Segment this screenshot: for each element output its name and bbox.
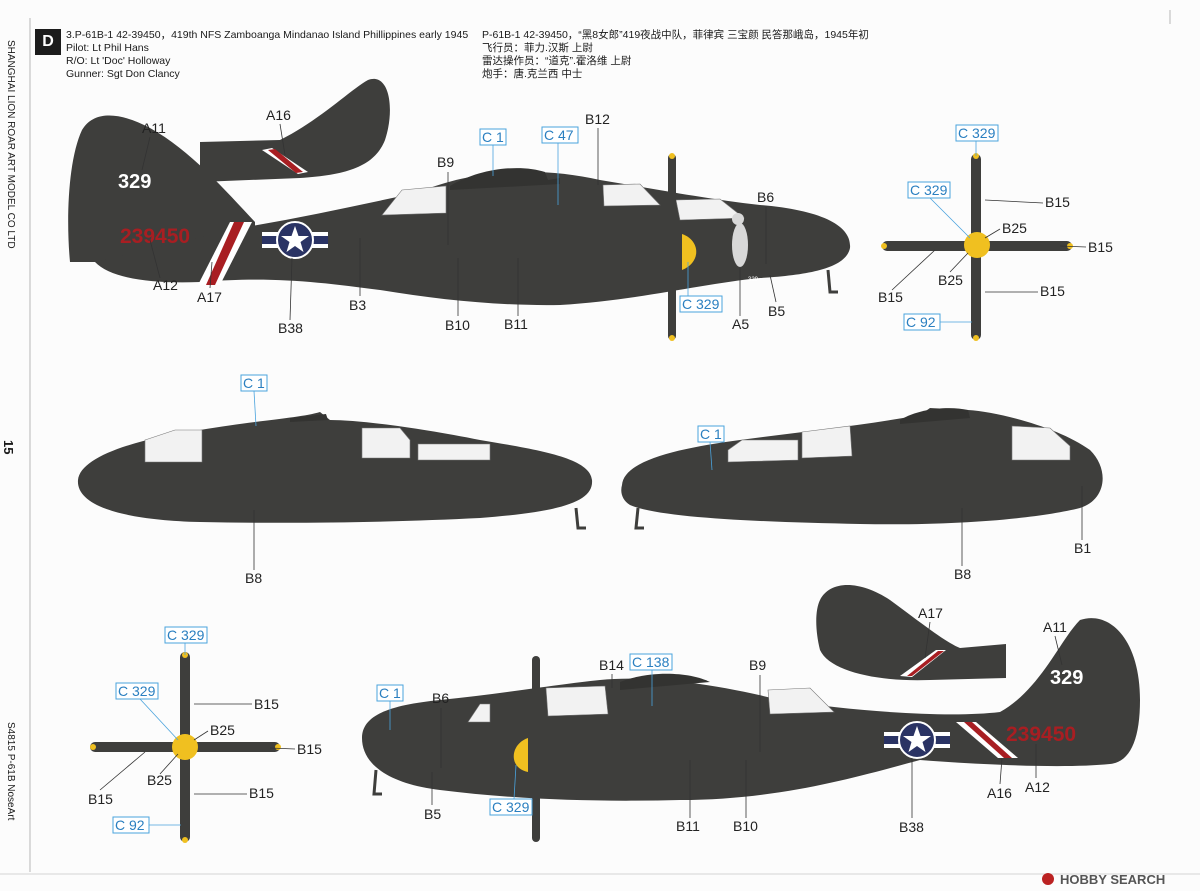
label-b-b38: B38 [899, 819, 924, 835]
gunner-cn: 炮手：唐.克兰西 中士 [482, 68, 583, 80]
label-b-a11: A11 [1043, 619, 1067, 635]
label-prop2-b15-b: B15 [297, 741, 322, 757]
label-b-b14: B14 [599, 657, 624, 673]
serial-number-bottom: 239450 [1006, 723, 1076, 746]
label-c47: C 47 [544, 127, 574, 143]
label-prop-b15-b: B15 [1088, 239, 1113, 255]
pilot-cn: 飞行员：菲力.汉斯 上尉 [482, 42, 593, 54]
label-b12: B12 [585, 111, 610, 127]
label-mid-right-b1: B1 [1074, 540, 1091, 556]
label-c1-top: C 1 [482, 129, 504, 145]
left-side-profile: 329 239450 329 [68, 115, 851, 341]
label-mid-left-b8: B8 [245, 570, 262, 586]
ro-cn: 雷达操作员：“道克”.霍洛维 上尉 [482, 55, 632, 67]
label-a12: A12 [153, 277, 178, 293]
scheme-title-cn: P-61B-1 42-39450，“黑8女郎”419夜战中队，菲律宾 三宝颜 民… [482, 29, 869, 41]
label-prop-b15-c: B15 [878, 289, 903, 305]
right-side-profile: 329 239450 [362, 618, 1140, 842]
label-c329-top: C 329 [682, 296, 720, 312]
label-a5: A5 [732, 316, 749, 332]
gunner-en: Gunner: Sgt Don Clancy [66, 68, 180, 80]
label-mid-left-c1: C 1 [243, 375, 265, 391]
label-b-b10: B10 [733, 818, 758, 834]
label-b-b6: B6 [432, 690, 449, 706]
label-b5: B5 [768, 303, 785, 319]
scheme-title-en: 3.P-61B-1 42-39450，419th NFS Zamboanga M… [66, 29, 469, 41]
propeller-bottom-left [90, 652, 281, 843]
pilot-en: Pilot: Lt Phil Hans [66, 42, 149, 54]
label-prop2-c329-a: C 329 [167, 627, 205, 643]
serial-number: 239450 [120, 225, 190, 248]
label-prop2-b25-b: B25 [147, 772, 172, 788]
label-b-a12: A12 [1025, 779, 1050, 795]
label-b6: B6 [757, 189, 774, 205]
label-mid-right-b8: B8 [954, 566, 971, 582]
label-b38: B38 [278, 320, 303, 336]
label-mid-right-c1: C 1 [700, 426, 722, 442]
pod-left-callouts: C 1 B8 [240, 374, 268, 586]
label-prop-b15-d: B15 [1040, 283, 1065, 299]
label-prop-b15-a: B15 [1045, 194, 1070, 210]
bottom-callouts: A17 A11 C 1 B6 B14 C 138 B9 B5 C 329 B11… [376, 605, 1067, 835]
tail-number-bottom: 329 [1050, 667, 1083, 689]
label-a17: A17 [197, 289, 222, 305]
ro-en: R/O: Lt 'Doc' Holloway [66, 55, 171, 67]
label-b-c1: C 1 [379, 685, 401, 701]
watermark-text: HOBBY SEARCH [1060, 872, 1165, 887]
top-callouts: A11 A16 A12 A17 B38 B3 B9 B10 B11 C 1 C … [141, 107, 785, 336]
label-b10: B10 [445, 317, 470, 333]
label-b-a17: A17 [918, 605, 943, 621]
propeller-top-right [881, 153, 1073, 341]
nose-number: 329 [748, 277, 759, 283]
label-b-b9: B9 [749, 657, 766, 673]
label-prop2-c92: C 92 [115, 817, 145, 833]
label-prop2-b15-d: B15 [249, 785, 274, 801]
tail-plane-bottom [816, 585, 1006, 681]
prop-top-callouts: C 329 C 329 B15 B25 B15 B15 B25 B15 C 92 [878, 124, 1113, 331]
watermark-logo-icon [1042, 873, 1054, 885]
label-b-a16: A16 [987, 785, 1012, 801]
label-prop-b25-b: B25 [938, 272, 963, 288]
label-b11: B11 [504, 316, 528, 332]
label-prop2-b15-a: B15 [254, 696, 279, 712]
label-b9: B9 [437, 154, 454, 170]
label-prop-c92: C 92 [906, 314, 936, 330]
label-prop2-b15-c: B15 [88, 791, 113, 807]
label-prop2-b25-a: B25 [210, 722, 235, 738]
label-b-c138: C 138 [632, 654, 670, 670]
pod-left-profile [77, 412, 593, 530]
pod-right-callouts: C 1 B8 B1 [697, 425, 1091, 582]
label-b-b11: B11 [676, 818, 700, 834]
label-prop-c329-b: C 329 [910, 182, 948, 198]
label-b-b5: B5 [424, 806, 441, 822]
tail-plane-top [200, 78, 390, 182]
label-prop-c329-a: C 329 [958, 125, 996, 141]
pod-right-profile [621, 408, 1103, 530]
tail-number: 329 [118, 171, 151, 193]
label-b-c329: C 329 [492, 799, 530, 815]
label-a11: A11 [142, 120, 166, 136]
label-prop2-c329-b: C 329 [118, 683, 156, 699]
label-b3: B3 [349, 297, 366, 313]
scheme-badge: D [35, 29, 61, 55]
prop-bottom-callouts: C 329 C 329 B15 B25 B15 B25 B15 B15 C 92 [88, 626, 322, 834]
label-prop-b25-a: B25 [1002, 220, 1027, 236]
label-a16: A16 [266, 107, 291, 123]
